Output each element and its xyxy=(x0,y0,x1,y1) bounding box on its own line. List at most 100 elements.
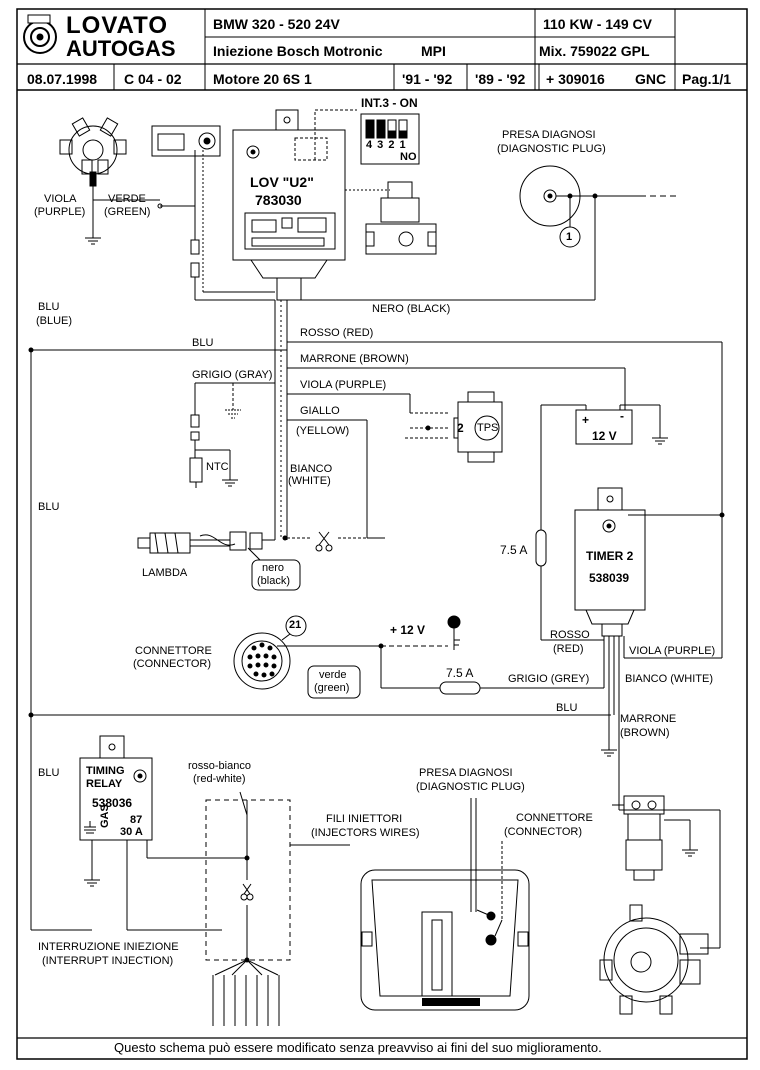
fuel-type: GNC xyxy=(635,71,667,87)
tps-pin-number: 2 xyxy=(457,421,464,435)
ignition-key-icon xyxy=(447,615,461,650)
relay-gas: GAS xyxy=(99,804,111,828)
gas-solenoid-valve-icon xyxy=(365,181,437,255)
wire-bianco: BIANCO xyxy=(290,463,333,475)
diag-plug-label-en: (DIAGNOSTIC PLUG) xyxy=(497,143,606,155)
timer-viola: VIOLA (PURPLE) xyxy=(629,645,716,657)
injection-type: MPI xyxy=(421,43,446,59)
connector-2: CONNETTORE xyxy=(516,812,593,824)
ecu-name: LOV "U2" xyxy=(250,174,314,190)
wire-white: (WHITE) xyxy=(288,475,331,487)
injection-title: Iniezione Bosch Motronic xyxy=(213,43,383,59)
wire-blu-1: BLU xyxy=(38,301,60,313)
connector-2-en: (CONNECTOR) xyxy=(504,826,583,838)
plus-12v-label: + 12 V xyxy=(390,623,426,637)
nero-small: nero xyxy=(262,562,285,574)
battery-icon xyxy=(575,405,633,445)
timing-relay-icon xyxy=(79,735,153,841)
timer-name: TIMER 2 xyxy=(586,549,634,563)
nero-black-tag xyxy=(251,559,301,591)
relay-30a: 30 A xyxy=(120,826,143,838)
lambda-label: LAMBDA xyxy=(142,567,188,579)
distributor-icon xyxy=(59,117,127,245)
connector-label-en: (CONNECTOR) xyxy=(133,658,212,670)
footer-note: Questo schema può essere modificato senz… xyxy=(114,1040,602,1055)
connector-label: CONNETTORE xyxy=(135,645,212,657)
red-white: (red-white) xyxy=(193,773,246,785)
plug-pin-number: 1 xyxy=(566,231,573,243)
fuse-1-rating: 7.5 A xyxy=(500,543,528,557)
timer-bianco: BIANCO (WHITE) xyxy=(625,673,713,685)
green-small: (green) xyxy=(314,682,350,694)
engine-code: Motore 20 6S 1 xyxy=(213,71,312,87)
vehicle-ecu-drawing xyxy=(360,869,530,1011)
wire-viola: VIOLA xyxy=(44,193,77,205)
wire-verde: VERDE xyxy=(108,193,146,205)
wire-nero: NERO (BLACK) xyxy=(372,303,451,315)
years-range-1: '91 - '92 xyxy=(402,71,453,87)
wire-viola-en: (PURPLE) xyxy=(34,206,86,218)
verde-small: verde xyxy=(319,669,347,681)
wire-viola-2: VIOLA (PURPLE) xyxy=(300,379,387,391)
black-small: (black) xyxy=(257,575,291,587)
verde-green-tag xyxy=(307,665,361,699)
brand-bottom: AUTOGAS xyxy=(66,36,176,61)
lovato-logo-icon xyxy=(23,14,57,54)
selector-switch-icon xyxy=(151,125,221,157)
rosso-bianco: rosso-bianco xyxy=(188,760,251,772)
relay-line-1: TIMING xyxy=(86,765,125,777)
wire-blu-mid: BLU xyxy=(192,337,214,349)
relay-code: 538036 xyxy=(92,796,133,810)
vaporizer-reducer-icon xyxy=(599,904,709,1015)
tps-sensor-icon xyxy=(453,391,503,463)
wire-blu-low: BLU xyxy=(556,702,578,714)
timer-red: (RED) xyxy=(553,643,584,655)
timer-brown: (BROWN) xyxy=(620,727,670,739)
years-range-2: '89 - '92 xyxy=(475,71,526,87)
fuse-2-rating: 7.5 A xyxy=(446,666,474,680)
diag-plug-label: PRESA DIAGNOSI xyxy=(502,129,596,141)
wire-grigio-grey: GRIGIO (GREY) xyxy=(508,673,590,685)
relay-line-2: RELAY xyxy=(86,778,123,790)
outer-frame xyxy=(16,8,748,1060)
scissors-icon xyxy=(315,531,333,552)
wire-yellow: (YELLOW) xyxy=(296,425,350,437)
injectors-wires-en: (INJECTORS WIRES) xyxy=(311,827,420,839)
injectors-wires: FILI INIETTORI xyxy=(326,813,403,825)
diag-plug-2: PRESA DIAGNOSI xyxy=(419,767,513,779)
injector-interrupt-box xyxy=(205,799,291,961)
battery-minus: - xyxy=(620,409,624,423)
wire-blu-1-en: (BLUE) xyxy=(36,315,73,327)
mixer-code: Mix. 759022 GPL xyxy=(539,43,650,59)
lambda-sensor-icon xyxy=(137,531,275,554)
ntc-label: NTC xyxy=(206,461,229,473)
dip-no-label: NO xyxy=(400,151,417,163)
timer-module-icon xyxy=(574,487,646,637)
fuse-icon xyxy=(535,529,547,567)
wire-blu-left-3: BLU xyxy=(38,767,60,779)
ecu-code: 783030 xyxy=(255,192,302,208)
battery-voltage: 12 V xyxy=(592,429,617,443)
timer-code: 538039 xyxy=(589,571,630,585)
timer-marrone: MARRONE xyxy=(620,713,677,725)
connector-pin-count: 21 xyxy=(289,619,302,631)
diag-plug-2-en: (DIAGNOSTIC PLUG) xyxy=(416,781,525,793)
wire-grigio: GRIGIO (GRAY) xyxy=(192,369,273,381)
interrupt-injection-en: (INTERRUPT INJECTION) xyxy=(42,955,174,967)
timer-rosso: ROSSO xyxy=(550,629,590,641)
wire-marrone: MARRONE (BROWN) xyxy=(300,353,409,365)
dip-switch-icon xyxy=(360,113,420,165)
model-title: BMW 320 - 520 24V xyxy=(213,16,340,32)
wire-blu-left-2: BLU xyxy=(38,501,60,513)
dip-numbers: 4 3 2 1 xyxy=(366,139,407,151)
wire-giallo: GIALLO xyxy=(300,405,340,417)
interrupt-injection: INTERRUZIONE INIEZIONE xyxy=(38,941,179,953)
int3-label: INT.3 - ON xyxy=(361,96,418,110)
ecu-box xyxy=(232,109,346,301)
scissors-icon-2 xyxy=(240,883,254,901)
fuse-icon xyxy=(439,681,481,695)
lpg-solenoid-icon xyxy=(612,795,665,881)
battery-plus: + xyxy=(582,413,590,427)
